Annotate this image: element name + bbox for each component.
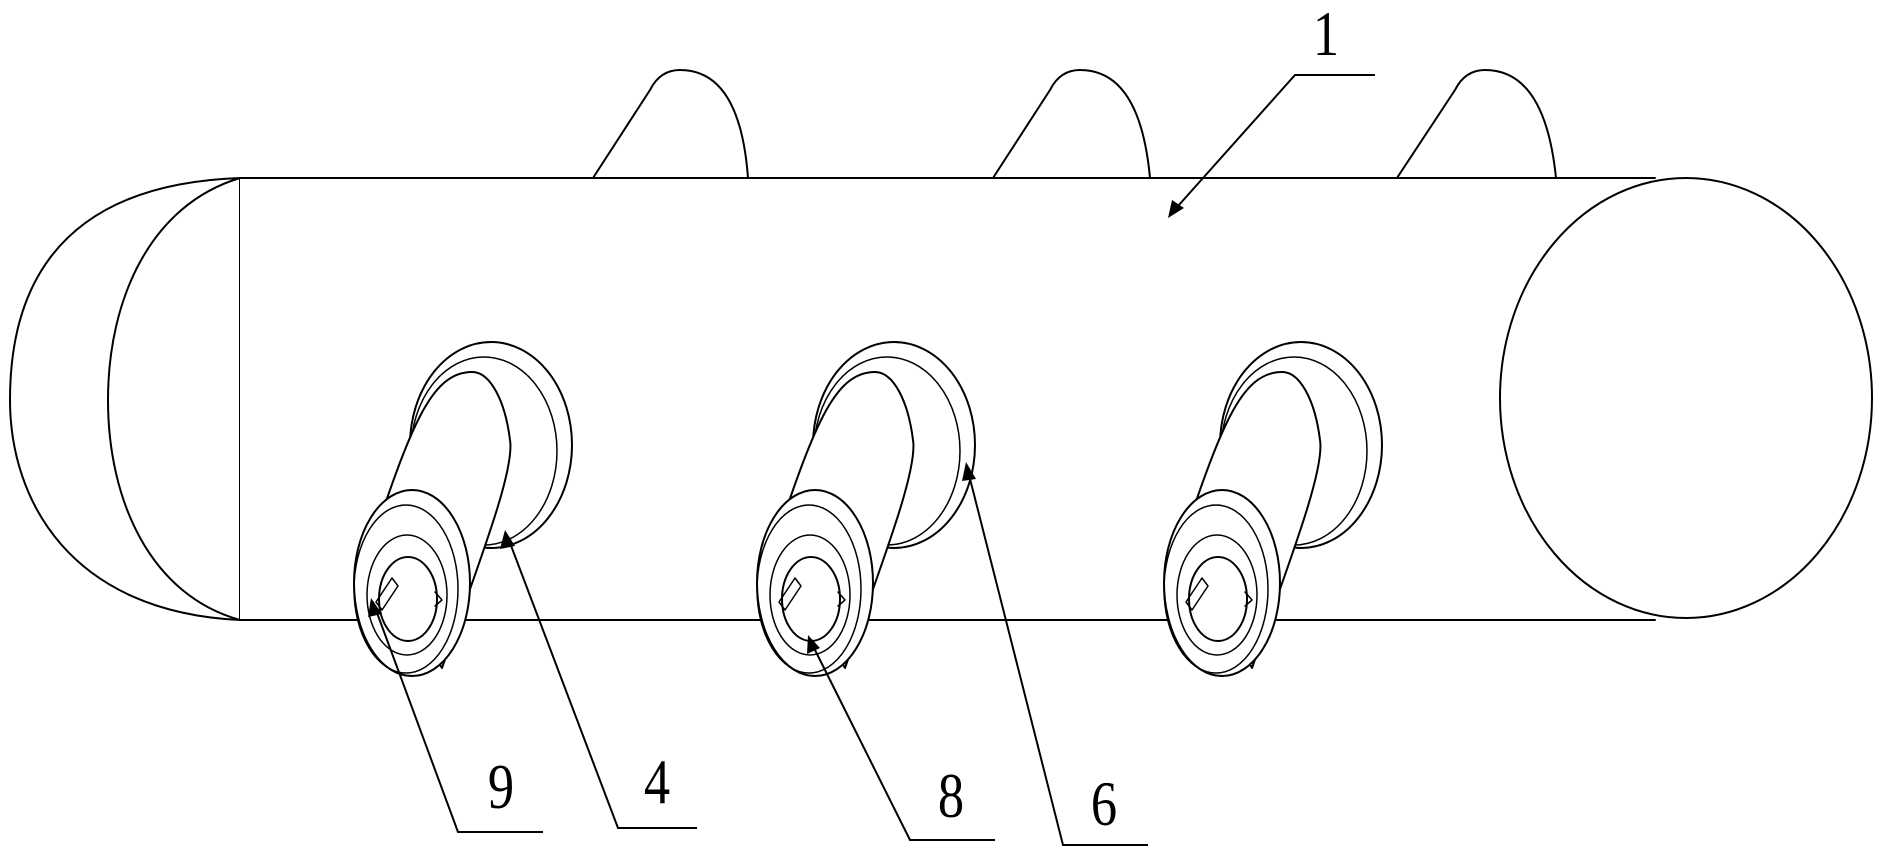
nozzle-middle-mid-ring: [756, 504, 862, 674]
callout-6: 6: [1090, 768, 1118, 839]
callout-8: 8: [937, 760, 965, 831]
nozzle-middle: [756, 341, 976, 677]
fin-left: [592, 69, 749, 179]
leader-9: [368, 598, 543, 833]
leader-4: [500, 530, 697, 829]
leader-4-arrowhead: [500, 530, 515, 549]
nozzle-left-spline-mark: [375, 577, 399, 611]
cylinder-left-cap: [9, 177, 241, 621]
nozzle-middle-bore: [781, 556, 841, 642]
nozzle-left-notch-right: [434, 591, 443, 607]
nozzle-middle-inner-ring: [769, 534, 851, 656]
top-fins: [592, 69, 1557, 179]
fin-right: [1396, 69, 1557, 179]
leader-6: [962, 462, 1148, 846]
nozzle-right-spline-mark: [1185, 577, 1209, 611]
leader-1: [1168, 74, 1375, 218]
nozzle-middle-spline-mark: [778, 577, 802, 611]
leader-1-arrowhead: [1168, 200, 1184, 218]
nozzle-right-mid-ring: [1163, 504, 1269, 674]
callout-1: 1: [1312, 0, 1340, 69]
nozzle-left-inner-ring: [366, 534, 448, 656]
cylinder-left-seam: [107, 177, 241, 621]
leader-8-arrowhead: [807, 635, 820, 654]
fin-middle: [992, 69, 1151, 179]
leader-lines: [368, 74, 1375, 846]
nozzle-right-inner-ring: [1176, 534, 1258, 656]
nozzle-left-mid-ring: [353, 504, 459, 674]
leader-9-arrowhead: [368, 598, 382, 617]
nozzle-right-bore: [1188, 556, 1248, 642]
leader-8: [807, 635, 995, 841]
leader-6-arrowhead: [962, 462, 976, 481]
nozzle-middle-notch-right: [837, 591, 846, 607]
cylinder-right-end-face: [1499, 177, 1873, 619]
nozzle-right-notch-right: [1244, 591, 1253, 607]
nozzle-left-bore: [378, 556, 438, 642]
nozzle-left: [353, 341, 573, 677]
nozzle-right: [1163, 341, 1383, 677]
callout-4: 4: [643, 746, 671, 817]
callout-9: 9: [487, 751, 515, 822]
